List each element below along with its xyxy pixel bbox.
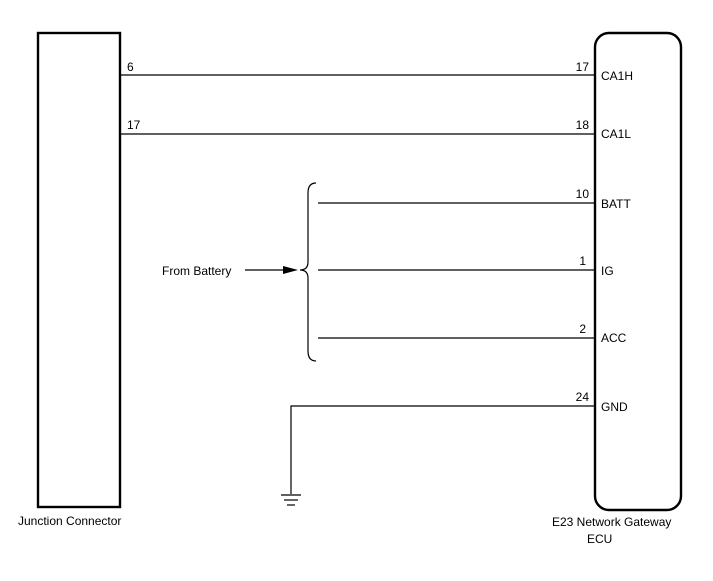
right-pin-ca1l: 18 — [576, 118, 590, 132]
right-pin-ca1h: 17 — [576, 60, 590, 74]
ground-icon — [281, 494, 301, 506]
wire-gnd — [290, 405, 595, 494]
right-pin-gnd: 24 — [576, 390, 590, 404]
signal-acc: ACC — [601, 331, 627, 345]
signal-gnd: GND — [601, 400, 628, 414]
junction-connector-label: Junction Connector — [18, 514, 121, 528]
right-pin-batt: 10 — [576, 187, 590, 201]
junction-connector-box — [36, 31, 122, 509]
ecu-label-line1: E23 Network Gateway — [552, 515, 671, 529]
right-pin-acc: 2 — [579, 322, 586, 336]
left-pin-ca1l: 17 — [127, 118, 141, 132]
network-gateway-ecu-box — [593, 31, 683, 512]
from-battery-label: From Battery — [162, 264, 231, 278]
right-pin-ig: 1 — [579, 254, 586, 268]
ecu-label-line2: ECU — [587, 532, 612, 546]
signal-ca1l: CA1L — [601, 127, 631, 141]
signal-batt: BATT — [601, 197, 631, 211]
signal-ca1h: CA1H — [601, 69, 633, 83]
signal-ig: IG — [601, 264, 614, 278]
left-pin-ca1h: 6 — [127, 60, 134, 74]
battery-arrow-head — [283, 266, 298, 274]
battery-brace — [299, 182, 317, 362]
